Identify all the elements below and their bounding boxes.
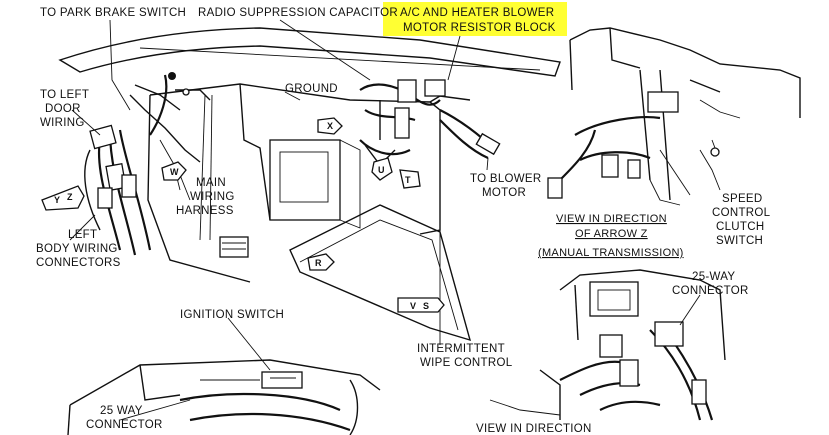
label-25way-right-2: CONNECTOR (672, 285, 749, 297)
label-left-body-1: LEFT (68, 229, 97, 241)
arrow-u-label: U (378, 165, 385, 175)
label-left-door-1: TO LEFT (40, 89, 89, 101)
label-left-body-2: BODY WIRING (36, 243, 118, 255)
label-main-3: HARNESS (176, 205, 234, 217)
label-left-door-3: WIRING (40, 117, 85, 129)
highlight-ac-label (383, 2, 567, 36)
ignition-inset (67, 359, 381, 435)
arrow-w: W (161, 161, 187, 181)
label-blower-1: TO BLOWER (470, 173, 542, 185)
label-25way-left-1: 25 WAY (100, 405, 143, 417)
arrow-r-label: R (315, 258, 322, 268)
arrow-x-label: X (327, 121, 333, 131)
arrow-t-label: T (405, 175, 411, 185)
direction-arrows: X W U T R V S Y Z (41, 117, 445, 313)
label-main-1: MAIN (196, 177, 226, 189)
label-speed-1: SPEED (722, 193, 763, 205)
label-view-bottom: VIEW IN DIRECTION (476, 423, 592, 435)
label-radio-capacitor: RADIO SUPPRESSION CAPACITOR (198, 7, 398, 19)
arrow-t: T (399, 169, 421, 189)
label-blower-2: MOTOR (482, 187, 526, 199)
label-main-2: WIRING (190, 191, 235, 203)
left-wiring-bundle (84, 72, 501, 256)
label-view-z-3: (MANUAL TRANSMISSION) (538, 247, 684, 259)
arrow-yz: Y Z (41, 185, 85, 211)
label-ground: GROUND (285, 83, 338, 95)
arrow-x: X (317, 117, 343, 135)
arrow-y-label: Y (54, 195, 60, 205)
label-intermittent-2: WIPE CONTROL (420, 357, 513, 369)
label-view-z-2: OF ARROW Z (575, 228, 648, 240)
label-ac-line1: A/C AND HEATER BLOWER (400, 7, 554, 19)
arrow-vs: V S (397, 297, 445, 313)
connector-inset (489, 269, 726, 421)
arrow-z-label: Z (67, 192, 73, 202)
labels: TO PARK BRAKE SWITCH RADIO SUPPRESSION C… (36, 7, 771, 435)
arrow-s-label: S (423, 301, 429, 311)
arrow-u: U (371, 157, 393, 181)
label-speed-3: CLUTCH (716, 221, 764, 233)
arrow-r: R (307, 253, 335, 271)
arrow-v-label: V (410, 301, 416, 311)
dash-panel (58, 27, 561, 342)
label-ac-line2: MOTOR RESISTOR BLOCK (403, 22, 556, 34)
label-intermittent-1: INTERMITTENT (417, 343, 505, 355)
label-speed-2: CONTROL (712, 207, 771, 219)
view-z-inset (547, 27, 801, 206)
label-ignition: IGNITION SWITCH (180, 309, 284, 321)
leader-lines (69, 19, 701, 421)
label-left-body-3: CONNECTORS (36, 257, 121, 269)
label-25way-left-2: CONNECTOR (86, 419, 163, 431)
label-view-z-1: VIEW IN DIRECTION (556, 213, 667, 225)
label-park-brake: TO PARK BRAKE SWITCH (40, 7, 186, 19)
arrow-w-label: W (170, 167, 179, 177)
label-left-door-2: DOOR (45, 103, 81, 115)
label-25way-right-1: 25-WAY (692, 271, 735, 283)
label-speed-4: SWITCH (716, 235, 763, 247)
